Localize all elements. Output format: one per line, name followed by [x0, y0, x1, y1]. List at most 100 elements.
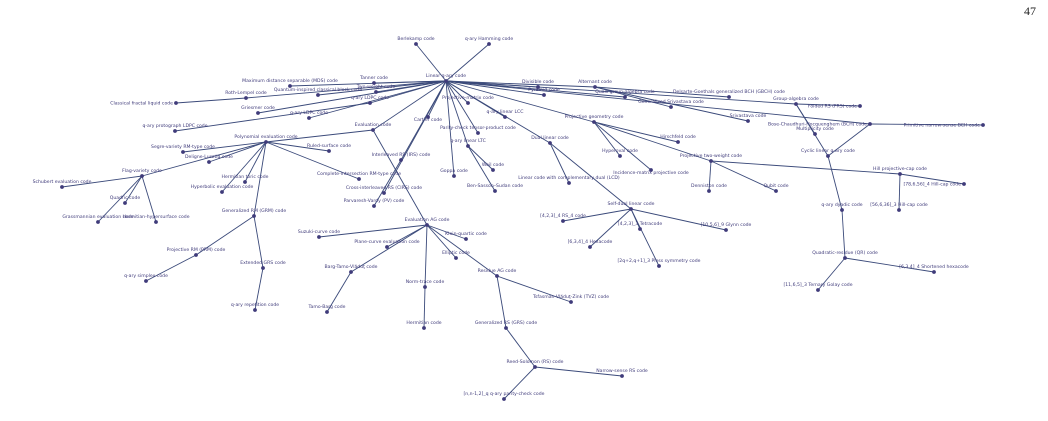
node-label-residueag: Residue AG code — [478, 268, 517, 274]
node-lcd — [567, 181, 571, 185]
node-label-suzuki: Suzuki-curve code — [298, 229, 340, 235]
edge-linear-qhamming — [445, 43, 490, 82]
edge-grm-projrm — [195, 215, 255, 256]
node-tvz — [569, 300, 573, 304]
node-label-tamobarg: Tamo-Barg code — [308, 304, 346, 310]
edge-flag-hermsurf — [141, 175, 157, 223]
node-label-fivehex: [6,3,4]_4 Shortened hexacode — [899, 264, 969, 270]
node-label-pless: [2q+2,q+1]_3 Pless symmetry code — [618, 258, 701, 264]
node-rs — [533, 365, 537, 369]
node-primbch — [981, 123, 985, 127]
node-protograph — [173, 129, 177, 133]
node-label-weilcode: Weil code — [482, 162, 504, 168]
node-elliptic — [454, 256, 458, 260]
node-bargtamo — [349, 270, 353, 274]
node-linear — [444, 79, 448, 83]
node-label-denniston: Denniston code — [691, 183, 727, 189]
node-weilcode — [491, 168, 495, 172]
node-tanner — [372, 81, 376, 85]
edge-duallinear-lcd — [549, 142, 570, 184]
node-duallinear — [548, 141, 552, 145]
node-tetracode — [638, 227, 642, 231]
node-qrepetition — [253, 308, 257, 312]
node-hirschfeld — [676, 140, 680, 144]
edge-linear-qldpcu — [308, 80, 447, 119]
node-evalag — [425, 223, 429, 227]
node-label-primbch: Primitive narrow-sense BCH code — [904, 123, 980, 129]
node-label-protograph: q-ary protograph LDPC code — [142, 123, 207, 129]
node-roth — [244, 96, 248, 100]
edge-linear-alternant — [445, 80, 596, 88]
node-hermsurf — [154, 220, 158, 224]
node-flag — [140, 174, 144, 178]
edge-residueag-tvz — [496, 275, 572, 303]
edge-polyeval-hypereval — [221, 141, 267, 193]
node-label-hillcap: Hill projective-cap code — [873, 166, 927, 172]
node-label-tanner: Tanner code — [359, 75, 388, 81]
node-bch — [868, 122, 872, 126]
edge-residueag-grs — [496, 275, 507, 329]
node-label-cyclic: Cyclic linear q-ary code — [801, 148, 855, 154]
node-label-hill6: [56,6,36]_3 Hill-cap code — [870, 202, 928, 208]
node-projmat — [466, 101, 470, 105]
node-schubert — [60, 185, 64, 189]
node-label-hypereval: Hyperbolic evaluation code — [191, 184, 254, 190]
node-goppa — [452, 174, 456, 178]
node-hermitian — [422, 326, 426, 330]
edge-alternant-gbch — [594, 86, 730, 98]
node-label-qubit: Qubit code — [763, 183, 788, 189]
edge-cyclic-qdyadic — [827, 155, 843, 211]
edge-evalag-suzuki — [318, 224, 428, 238]
node-label-qldpcu: q-ary LDPC code — [290, 110, 328, 116]
node-gsrivastava — [669, 105, 673, 109]
node-qldpcu — [307, 116, 311, 120]
node-qltc — [466, 144, 470, 148]
node-label-qltc: q-ary linear LTC — [450, 138, 486, 144]
node-label-grs: Generalized RS (GRS) code — [475, 320, 538, 326]
node-fractal — [174, 101, 178, 105]
node-normtrace — [423, 285, 427, 289]
node-label-parity: Parity-check tensor-product code — [440, 125, 516, 131]
node-label-klein: Klein-quartic code — [445, 231, 487, 237]
node-berlekamp — [414, 42, 418, 46]
node-label-projtwo: Projective two-weight code — [680, 153, 742, 159]
node-label-hermsurf: Hermitian-hypersurface code — [122, 214, 189, 220]
node-gbch — [727, 95, 731, 99]
edge-linear-parity — [445, 80, 479, 134]
node-incidence — [649, 168, 653, 172]
edge-linear-cross — [383, 80, 447, 194]
edge-linear-qltc — [445, 80, 469, 147]
node-grm — [252, 214, 256, 218]
edge-normtrace-hermitian — [423, 286, 426, 329]
node-label-extgrs: Extended GRS code — [240, 260, 286, 266]
edge-roth-fractal — [175, 97, 247, 104]
node-label-quadric: Quadric code — [110, 195, 141, 201]
edge-selfdual-pless — [630, 208, 660, 267]
edge-bargtamo-tamobarg — [326, 271, 352, 313]
node-label-tvz: Tsfasman-Vlăduţ-Zink (TVZ) code — [532, 294, 609, 300]
edge-selfdual-glynn — [630, 208, 727, 231]
node-label-projmat: Projective-matrix code — [442, 95, 494, 101]
edge-extgrs-qrepetition — [254, 267, 264, 311]
edge-polyeval-grm — [253, 141, 267, 217]
page-number: 47 — [1024, 4, 1036, 18]
node-qubit — [774, 189, 778, 193]
node-quadric — [123, 201, 127, 205]
node-cross — [382, 191, 386, 195]
node-label-lcd: Linear code with complementary dual (LCD… — [518, 175, 620, 181]
node-label-cross: Cross-interleaved RS (CIRS) code — [346, 185, 422, 191]
node-qlinlcc — [503, 115, 507, 119]
edge-linear-duallinear — [445, 80, 551, 144]
edge-rs-narrowrs — [534, 366, 623, 377]
node-label-bch: Bose-Chaudhuri-Hocquenghem (BCH) code — [768, 122, 867, 128]
node-label-hermitian: Hermitian code — [406, 320, 441, 326]
edge-alternant-gsrivastava — [594, 86, 672, 108]
node-qinspired — [316, 93, 320, 97]
node-label-duallinear: Dual linear code — [531, 135, 569, 141]
node-label-qr: Quadratic-residue (QR) code — [812, 250, 878, 256]
node-label-fractal: Classical fractal liquid code — [110, 101, 173, 107]
edge-alternant-srivastava — [594, 86, 749, 122]
node-label-schubert: Schubert evaluation code — [33, 179, 92, 185]
node-label-cartier: Cartier code — [414, 117, 442, 123]
